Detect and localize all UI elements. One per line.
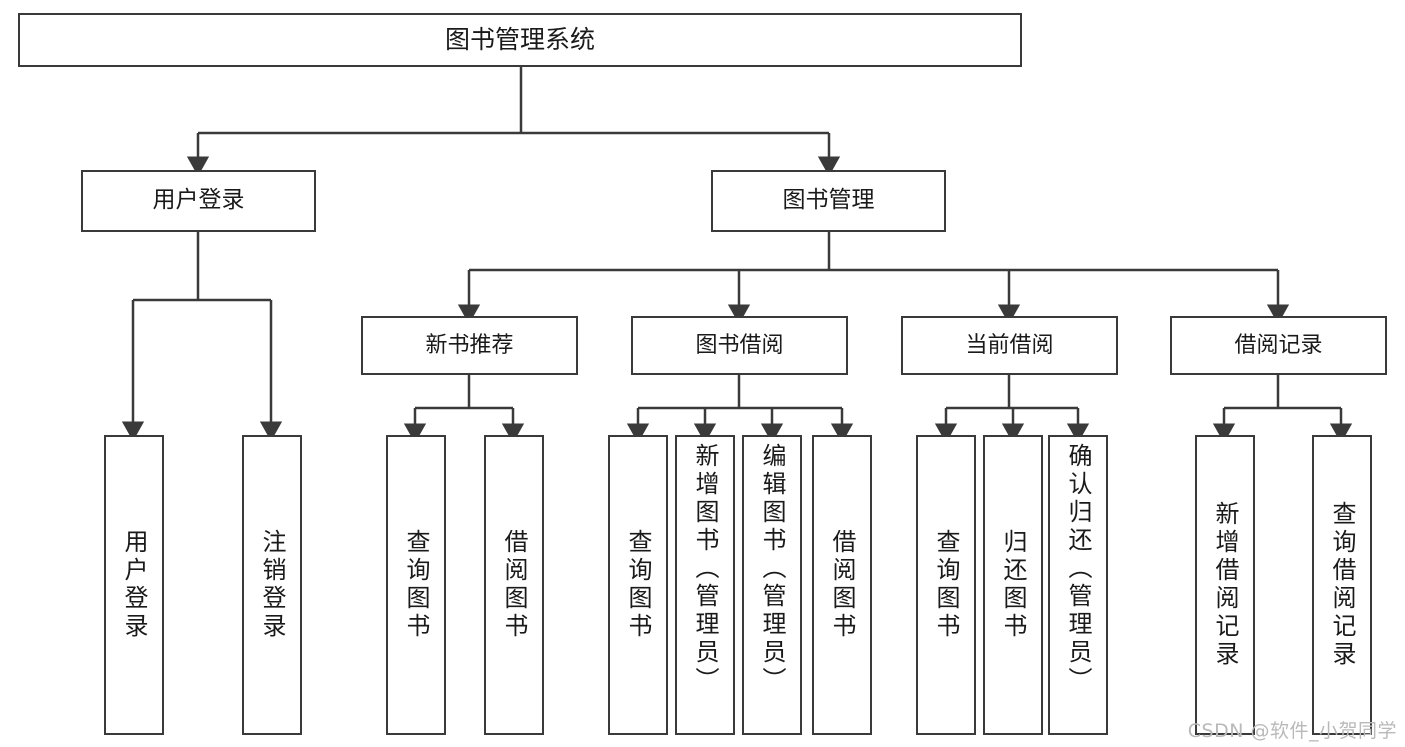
node-label: 图书管理系统 bbox=[444, 25, 595, 55]
leaf-add-borrow-record[interactable]: 新增借阅记录 bbox=[1195, 435, 1255, 735]
node-book-borrow[interactable]: 图书借阅 bbox=[631, 316, 848, 375]
leaf-query-book-borrow[interactable]: 查询图书 bbox=[608, 435, 668, 735]
node-label: 用户登录 bbox=[120, 529, 148, 641]
leaf-borrow-book-recommend[interactable]: 借阅图书 bbox=[484, 435, 544, 735]
leaf-return-book[interactable]: 归还图书 bbox=[983, 435, 1043, 735]
leaf-query-borrow-record[interactable]: 查询借阅记录 bbox=[1312, 435, 1372, 735]
node-new-book-recommend[interactable]: 新书推荐 bbox=[361, 316, 578, 375]
node-label: 编辑图书（管理员） bbox=[758, 443, 786, 695]
node-label: 新增借阅记录 bbox=[1211, 501, 1239, 669]
node-root-system[interactable]: 图书管理系统 bbox=[18, 13, 1022, 67]
node-label: 借阅图书 bbox=[828, 529, 856, 641]
leaf-query-book-recommend[interactable]: 查询图书 bbox=[386, 435, 446, 735]
node-book-management[interactable]: 图书管理 bbox=[711, 170, 946, 232]
node-user-login[interactable]: 用户登录 bbox=[81, 170, 316, 232]
node-label: 确认归还（管理员） bbox=[1064, 443, 1092, 695]
node-label: 新增图书（管理员） bbox=[691, 443, 719, 695]
node-label: 图书管理 bbox=[782, 187, 875, 214]
leaf-logout[interactable]: 注销登录 bbox=[242, 435, 302, 735]
node-label: 当前借阅 bbox=[965, 332, 1054, 358]
node-label: 借阅记录 bbox=[1234, 332, 1323, 358]
node-label: 查询借阅记录 bbox=[1328, 501, 1356, 669]
leaf-borrow-book[interactable]: 借阅图书 bbox=[812, 435, 872, 735]
node-borrow-record[interactable]: 借阅记录 bbox=[1170, 316, 1387, 375]
node-label: 归还图书 bbox=[999, 529, 1027, 641]
leaf-edit-book-admin[interactable]: 编辑图书（管理员） bbox=[742, 435, 802, 735]
node-label: 查询图书 bbox=[402, 529, 430, 641]
node-label: 注销登录 bbox=[258, 529, 286, 641]
leaf-user-login[interactable]: 用户登录 bbox=[104, 435, 164, 735]
node-label: 查询图书 bbox=[932, 529, 960, 641]
node-label: 用户登录 bbox=[152, 187, 245, 214]
node-label: 借阅图书 bbox=[500, 529, 528, 641]
node-label: 图书借阅 bbox=[695, 332, 784, 358]
leaf-query-book-current[interactable]: 查询图书 bbox=[916, 435, 976, 735]
leaf-add-book-admin[interactable]: 新增图书（管理员） bbox=[675, 435, 735, 735]
leaf-confirm-return-admin[interactable]: 确认归还（管理员） bbox=[1048, 435, 1108, 735]
node-label: 新书推荐 bbox=[425, 332, 514, 358]
csdn-watermark: CSDN @软件_小贺同学 bbox=[1187, 720, 1397, 742]
node-current-borrow[interactable]: 当前借阅 bbox=[901, 316, 1118, 375]
node-label: 查询图书 bbox=[624, 529, 652, 641]
